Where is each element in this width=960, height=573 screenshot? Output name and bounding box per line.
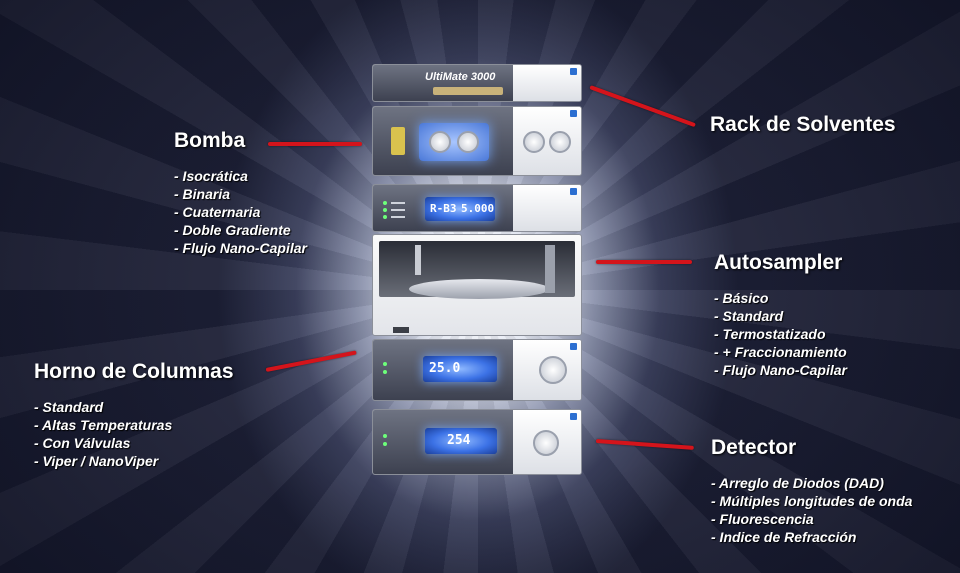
solvent-rack-module: UltiMate 3000 — [372, 64, 582, 102]
list-item: - Termostatizado — [714, 326, 826, 342]
horno-title: Horno de Columnas — [34, 360, 234, 383]
list-item: - Standard — [714, 308, 784, 324]
rack-title: Rack de Solventes — [710, 113, 896, 136]
autosampler-pointer — [596, 260, 692, 264]
pump-filter — [391, 127, 405, 155]
bomba-title: Bomba — [174, 129, 246, 152]
solvent-bottles — [433, 87, 503, 95]
brand-badge-icon — [570, 188, 577, 195]
oven-display: 25.0 — [423, 356, 497, 382]
bomba-pointer — [268, 142, 362, 146]
rack-callout: Rack de Solventes — [710, 113, 896, 151]
status-led-icon — [383, 208, 387, 212]
list-item: - Arreglo de Diodos (DAD) — [711, 475, 884, 491]
detector-title: Detector — [711, 436, 797, 459]
list-item: - + Fraccionamiento — [714, 344, 847, 360]
pump-head-icon — [549, 131, 571, 153]
list-item: - Isocrática — [174, 168, 248, 184]
brand-badge-icon — [570, 343, 577, 350]
detector-display: 254 — [425, 428, 497, 454]
list-item: - Viper / NanoViper — [34, 453, 159, 469]
list-item: - Cuaternaria — [174, 204, 261, 220]
brand-badge-icon — [570, 68, 577, 75]
horno-list: - Standard - Altas Temperaturas - Con Vá… — [34, 398, 234, 470]
autosampler-control-module: R-B3 5.000 — [372, 184, 582, 232]
hplc-instrument-stack: UltiMate 3000 R-B3 5.000 — [372, 64, 582, 481]
detector-list: - Arreglo de Diodos (DAD) - Múltiples lo… — [711, 474, 912, 546]
list-item: - Fluorescencia — [711, 511, 814, 527]
column-oven-module: 25.0 — [372, 339, 582, 401]
detector-callout: Detector - Arreglo de Diodos (DAD) - Múl… — [711, 436, 912, 546]
needle-arm — [415, 245, 421, 275]
list-item: - Múltiples longitudes de onda — [711, 493, 913, 509]
status-led-icon — [383, 370, 387, 374]
status-led-icon — [383, 434, 387, 438]
status-led-icon — [383, 362, 387, 366]
list-item: - Flujo Nano-Capilar — [174, 240, 307, 256]
list-item: - Standard — [34, 399, 104, 415]
list-item: - Con Válvulas — [34, 435, 131, 451]
horno-callout: Horno de Columnas - Standard - Altas Tem… — [34, 360, 234, 470]
status-led-icon — [383, 215, 387, 219]
brand-badge-icon — [570, 110, 577, 117]
list-item: - Altas Temperaturas — [34, 417, 173, 433]
autosampler-callout: Autosampler - Básico - Standard - Termos… — [714, 251, 847, 379]
status-led-icon — [383, 201, 387, 205]
sampler-column — [545, 245, 555, 293]
list-item: - Básico — [714, 290, 769, 306]
flow-cell-icon — [533, 430, 559, 456]
list-item: - Indice de Refracción — [711, 529, 857, 545]
list-item: - Binaria — [174, 186, 231, 202]
detector-module: 254 — [372, 409, 582, 475]
bomba-list: - Isocrática - Binaria - Cuaternaria - D… — [174, 167, 307, 257]
autosampler-module — [372, 234, 582, 336]
autosampler-list: - Básico - Standard - Termostatizado - +… — [714, 289, 847, 379]
rack-brand-label: UltiMate 3000 — [425, 71, 496, 83]
drawer-handle — [393, 327, 409, 333]
autosampler-title: Autosampler — [714, 251, 843, 274]
pump-module — [372, 106, 582, 176]
autosampler-display: R-B3 5.000 — [425, 197, 495, 221]
list-item: - Doble Gradiente — [174, 222, 291, 238]
status-led-icon — [383, 442, 387, 446]
sample-carousel — [409, 279, 549, 299]
autosampler-window — [379, 241, 575, 299]
column-valve-icon — [539, 356, 567, 384]
list-item: - Flujo Nano-Capilar — [714, 362, 847, 378]
pump-head-icon — [457, 131, 479, 153]
pump-head-icon — [429, 131, 451, 153]
brand-badge-icon — [570, 413, 577, 420]
bomba-callout: Bomba - Isocrática - Binaria - Cuaternar… — [174, 129, 307, 257]
pump-head-icon — [523, 131, 545, 153]
